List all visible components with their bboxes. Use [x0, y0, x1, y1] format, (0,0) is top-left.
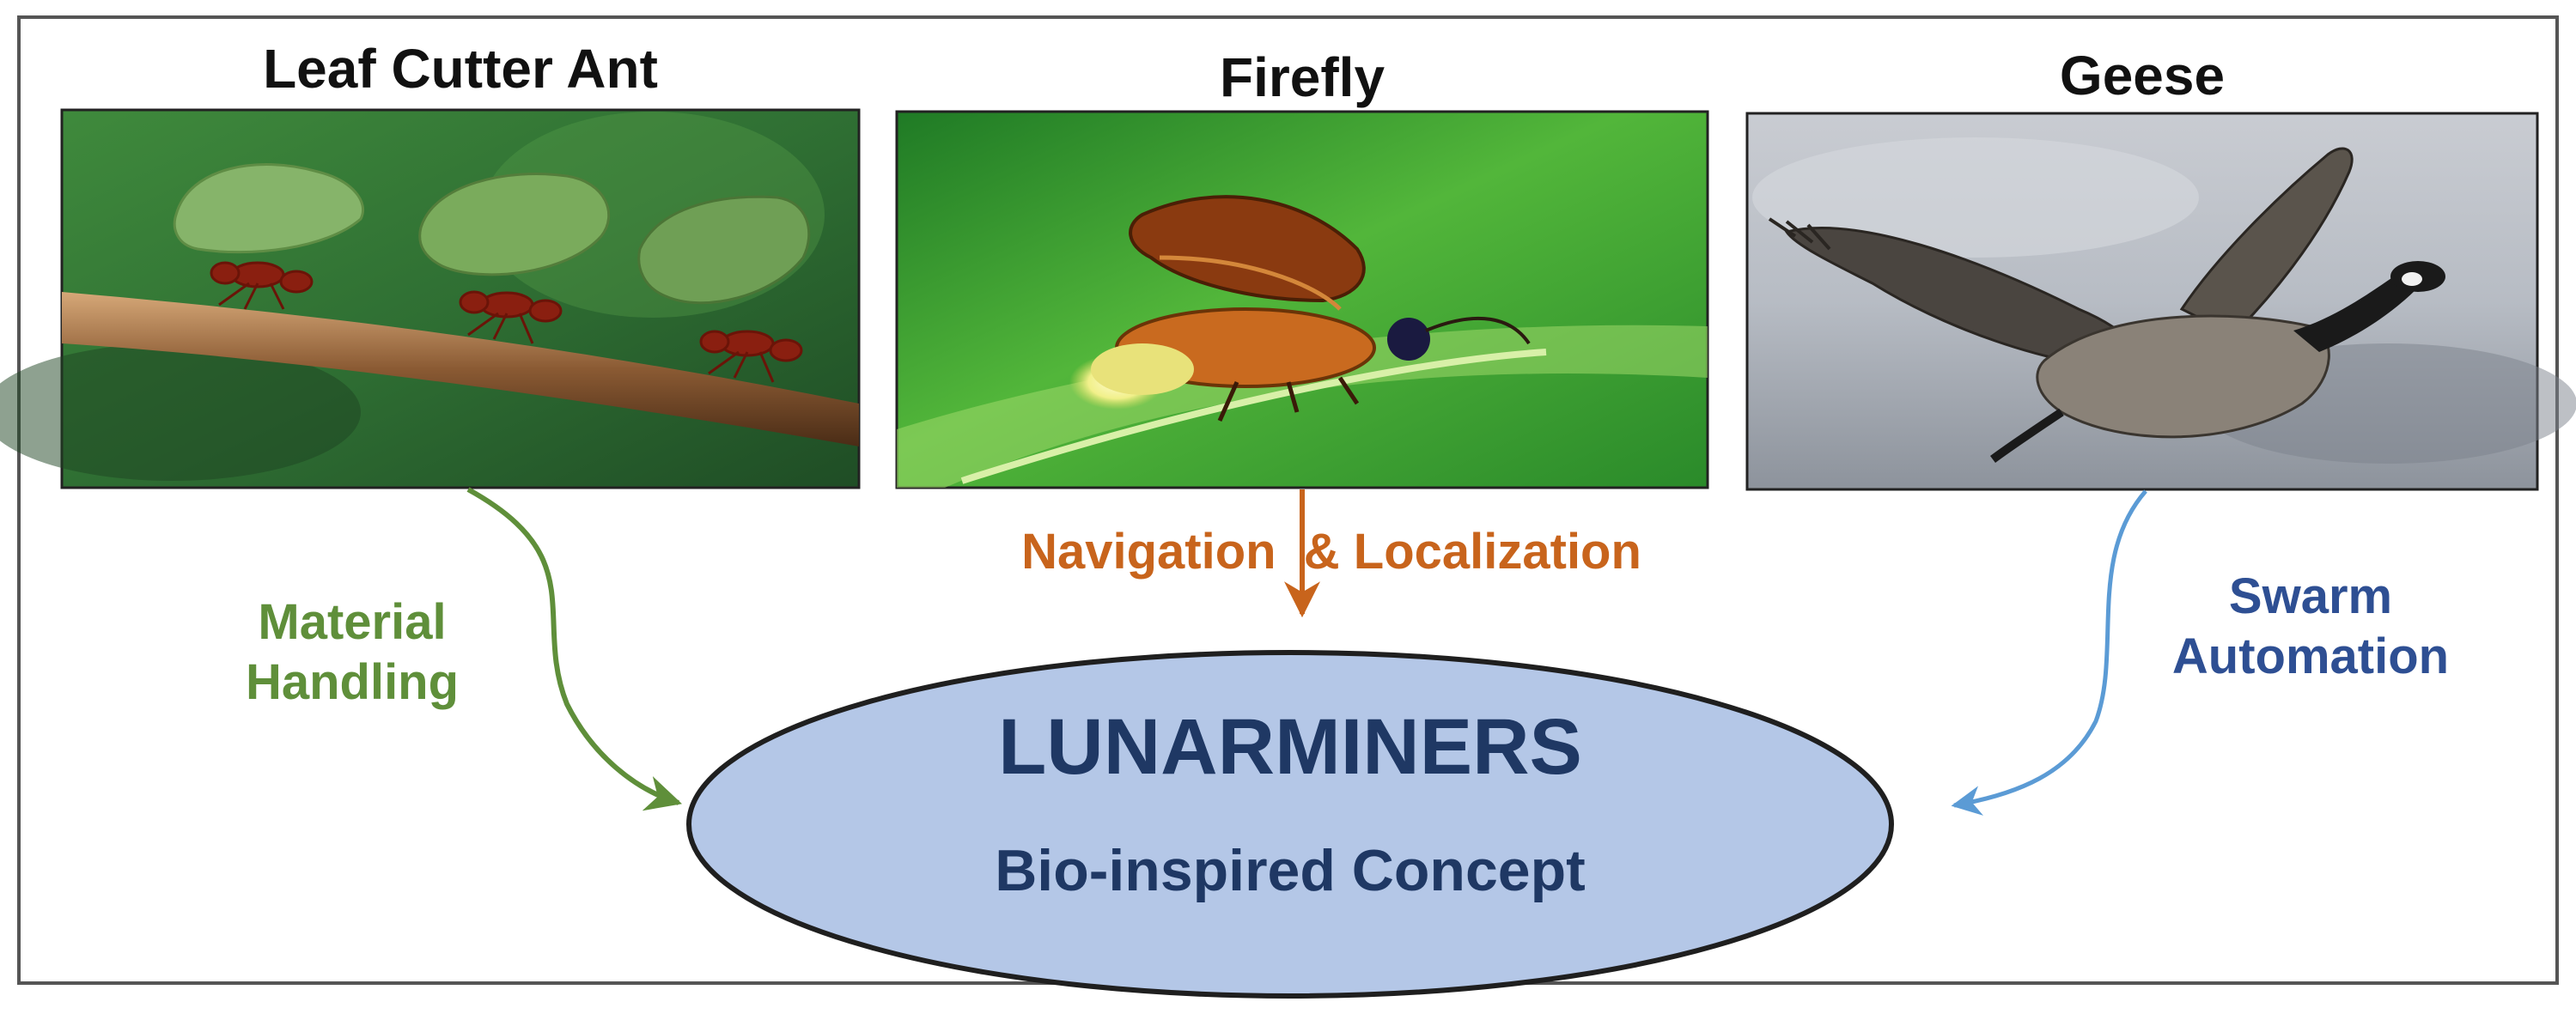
swarm-automation-label: Swarm Automation: [2130, 567, 2491, 686]
geese-image: [1745, 112, 2576, 491]
panel-title-firefly: Firefly: [1219, 46, 1385, 108]
center-title: LUNARMINERS: [998, 703, 1582, 791]
panel-title-geese: Geese: [2059, 45, 2226, 106]
material-handling-arrow: [466, 487, 683, 811]
panel-title-leaf-cutter-ant: Leaf Cutter Ant: [263, 38, 658, 100]
lunarminers-ellipse: [686, 650, 1894, 999]
leaf-cutter-ant-image: [0, 108, 861, 489]
swarm-line: Swarm: [2228, 568, 2393, 624]
navigation-localization-label: Navigation & Localization: [1021, 524, 1641, 580]
material-handling-label: Material Handling: [189, 592, 515, 712]
material-line: Material: [258, 594, 447, 650]
center-subtitle: Bio-inspired Concept: [995, 838, 1586, 903]
automation-line: Automation: [2171, 628, 2450, 684]
firefly-image: [895, 110, 1709, 489]
swarm-automation-arrow: [1951, 489, 2147, 816]
handling-line: Handling: [245, 653, 460, 710]
